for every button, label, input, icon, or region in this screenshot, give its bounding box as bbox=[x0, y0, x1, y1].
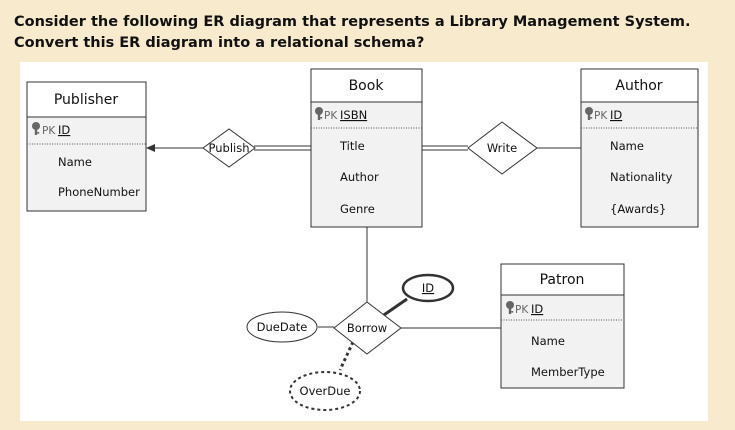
write-label: Write bbox=[487, 141, 517, 155]
entity-patron: Patron PK ID Name MemberType bbox=[500, 263, 625, 389]
question-line-1: Consider the following ER diagram that r… bbox=[14, 14, 691, 30]
book-key-attr: ISBN bbox=[340, 108, 367, 122]
book-pk-label: PK bbox=[324, 110, 338, 122]
author-attr-nationality: Nationality bbox=[610, 170, 673, 184]
publisher-attr-name: Name bbox=[58, 155, 92, 169]
entity-book: Book PK ISBN Title Author Genre bbox=[310, 68, 423, 228]
author-title: Author bbox=[615, 78, 662, 94]
book-attr-author: Author bbox=[340, 170, 379, 184]
entity-author: Author PK ID Name Nationality {Awards} bbox=[580, 68, 699, 228]
id-borrow-line bbox=[380, 297, 408, 319]
publish-label: Publish bbox=[209, 141, 250, 155]
author-attr-name: Name bbox=[610, 139, 644, 153]
publisher-key-attr: ID bbox=[58, 123, 70, 137]
er-diagram: Publisher PK ID Name PhoneNumber Book PK… bbox=[26, 68, 699, 411]
relationship-borrow: Borrow bbox=[333, 301, 402, 355]
publisher-attr-phone: PhoneNumber bbox=[58, 185, 140, 199]
book-attr-title: Title bbox=[339, 139, 365, 153]
attribute-overdue: OverDue bbox=[289, 371, 361, 411]
question-text: Consider the following ER diagram that r… bbox=[14, 12, 714, 54]
patron-pk-label: PK bbox=[515, 304, 529, 316]
book-title: Book bbox=[349, 78, 385, 94]
publisher-arrowhead bbox=[146, 144, 155, 152]
connectors bbox=[146, 144, 581, 371]
er-diagram-canvas: Publisher PK ID Name PhoneNumber Book PK… bbox=[20, 62, 708, 421]
entity-publisher: Publisher PK ID Name PhoneNumber bbox=[26, 81, 147, 212]
borrow-label: Borrow bbox=[347, 321, 387, 335]
author-key-attr: ID bbox=[610, 108, 622, 122]
publisher-title: Publisher bbox=[54, 92, 119, 108]
relationship-publish: Publish bbox=[202, 128, 256, 168]
relationship-write: Write bbox=[467, 121, 538, 175]
question-line-2: Convert this ER diagram into a relationa… bbox=[14, 35, 425, 51]
patron-title: Patron bbox=[540, 272, 585, 288]
id-attr-label: ID bbox=[422, 281, 434, 295]
author-pk-label: PK bbox=[594, 110, 608, 122]
overdue-borrow-line bbox=[338, 341, 355, 371]
duedate-attr-label: DueDate bbox=[257, 320, 308, 334]
attribute-id: ID bbox=[401, 273, 455, 303]
book-attr-genre: Genre bbox=[340, 202, 375, 216]
author-attr-awards: {Awards} bbox=[610, 202, 666, 216]
attribute-duedate: DueDate bbox=[246, 311, 318, 343]
patron-attr-name: Name bbox=[531, 334, 565, 348]
patron-key-attr: ID bbox=[531, 302, 543, 316]
overdue-attr-label: OverDue bbox=[300, 384, 351, 398]
publisher-pk-label: PK bbox=[42, 125, 56, 137]
patron-attr-membertype: MemberType bbox=[531, 365, 605, 379]
